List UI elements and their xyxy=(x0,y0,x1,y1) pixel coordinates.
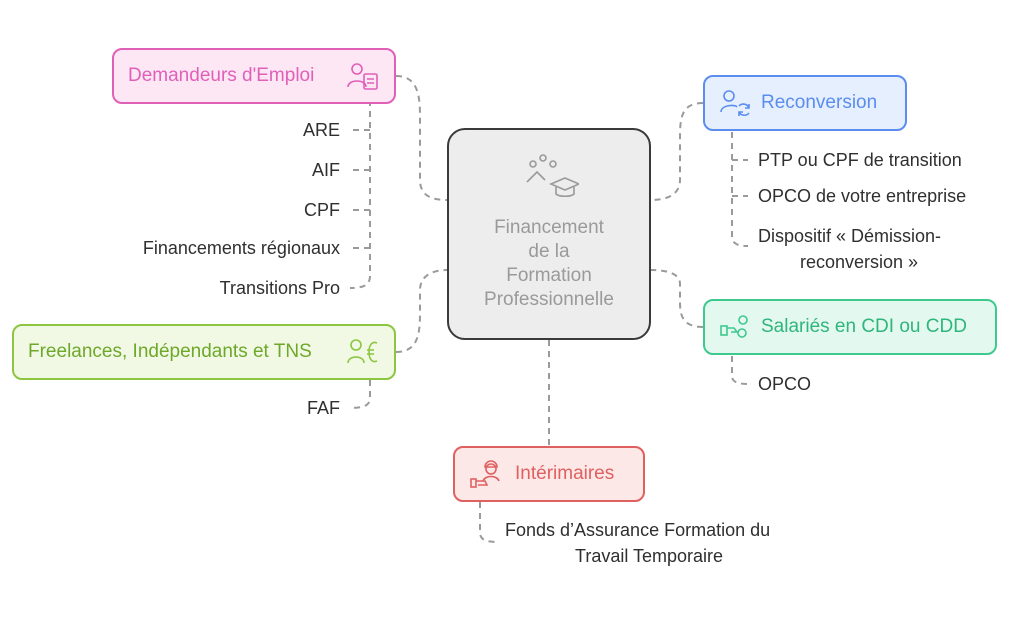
leaf-transitions-pro: Transitions Pro xyxy=(219,278,340,298)
leaf-opco: OPCO xyxy=(758,374,812,394)
leaf-opco-entreprise: OPCO de votre entreprise xyxy=(758,186,967,206)
node-label: Freelances, Indépendants et TNS xyxy=(28,341,312,362)
leaf-faf: FAF xyxy=(306,398,340,418)
leaf-demission-reconversion-cont: reconversion » xyxy=(800,252,919,272)
center-title-line: de la xyxy=(528,241,570,262)
node-label: Salariés en CDI ou CDD xyxy=(761,316,967,337)
hand-people-icon xyxy=(719,312,751,342)
node-reconversion: Reconversion xyxy=(703,75,907,131)
leaf-are: ARE xyxy=(302,120,340,140)
person-refresh-icon xyxy=(719,88,751,118)
leaf-cpf: CPF xyxy=(304,200,340,220)
leaf-ptp-cpf: PTP ou CPF de transition xyxy=(758,150,962,170)
node-demandeurs-emploi: Demandeurs d'Emploi xyxy=(112,48,396,104)
node-label: Intérimaires xyxy=(515,463,615,484)
node-freelances: Freelances, Indépendants et TNS xyxy=(12,324,396,380)
leaf-demission-reconversion: Dispositif « Démission- xyxy=(758,226,942,246)
node-label: Reconversion xyxy=(761,92,878,113)
leaf-aif: AIF xyxy=(311,160,340,180)
center-node: Financement de la Formation Professionne… xyxy=(447,128,651,340)
node-salaries: Salariés en CDI ou CDD xyxy=(703,299,997,355)
leaf-financements-regionaux: Financements régionaux xyxy=(142,238,340,258)
graduation-cap-icon xyxy=(523,154,582,209)
center-title-line: Financement xyxy=(494,217,604,238)
center-title-line: Professionnelle xyxy=(484,289,614,310)
leaf-fonds-assurance: Fonds d’Assurance Formation du xyxy=(505,520,771,540)
worker-hand-icon xyxy=(469,459,503,489)
center-title-line: Formation xyxy=(506,265,592,286)
node-label: Demandeurs d'Emploi xyxy=(128,65,315,86)
leaf-travail-temporaire: Travail Temporaire xyxy=(575,546,724,566)
node-interimaires: Intérimaires xyxy=(453,446,645,502)
center-title: Financement de la Formation Professionne… xyxy=(449,216,649,312)
person-euro-icon xyxy=(346,337,380,367)
person-document-icon xyxy=(346,61,380,91)
